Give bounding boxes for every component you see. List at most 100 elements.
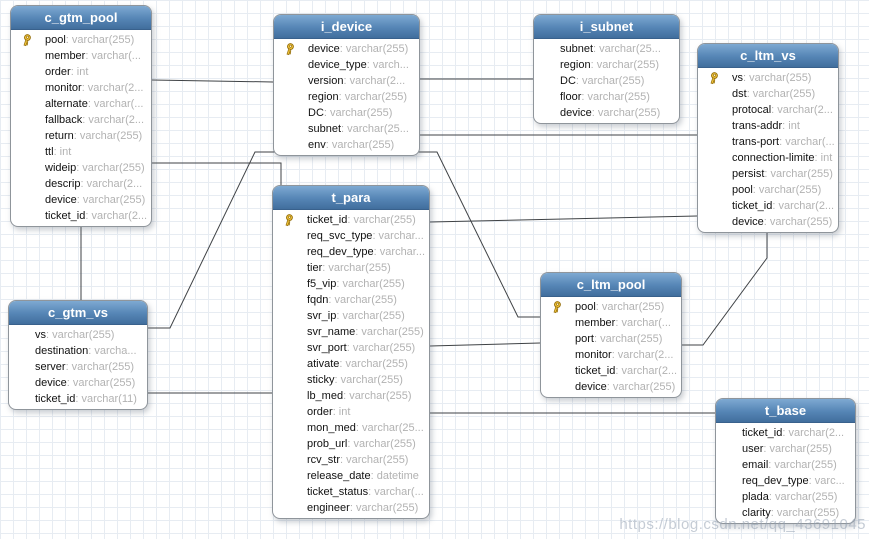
field-row-t_para-ticket_status[interactable]: ticket_status: varchar(...	[273, 484, 429, 500]
field-row-c_gtm_pool-pool[interactable]: pool: varchar(255)	[11, 32, 151, 48]
table-t_base[interactable]: t_base ticket_id: varchar(2...user: varch…	[715, 398, 856, 524]
field-row-i_device-DC[interactable]: DC: varchar(255)	[274, 105, 419, 121]
field-type: : varchar(255)	[339, 43, 409, 55]
field-row-i_device-region[interactable]: region: varchar(255)	[274, 89, 419, 105]
field-row-c_gtm_pool-member[interactable]: member: varchar(...	[11, 48, 151, 64]
table-c_gtm_vs[interactable]: c_gtm_vs vs: varchar(255)destination: var…	[8, 300, 148, 410]
field-row-c_ltm_vs-trans-port[interactable]: trans-port: varchar(...	[698, 134, 838, 150]
field-row-t_para-tier[interactable]: tier: varchar(255)	[273, 260, 429, 276]
field-row-t_para-ativate[interactable]: ativate: varchar(255)	[273, 356, 429, 372]
field-row-t_para-req_svc_type[interactable]: req_svc_type: varchar...	[273, 228, 429, 244]
table-title-i_device[interactable]: i_device	[274, 15, 419, 39]
field-row-c_gtm_vs-device[interactable]: device: varchar(255)	[9, 375, 147, 391]
table-title-c_ltm_pool[interactable]: c_ltm_pool	[541, 273, 681, 297]
field-row-c_ltm_pool-pool[interactable]: pool: varchar(255)	[541, 299, 681, 315]
field-row-c_ltm_vs-device[interactable]: device: varchar(255)	[698, 214, 838, 230]
field-row-c_ltm_pool-ticket_id[interactable]: ticket_id: varchar(2...	[541, 363, 681, 379]
table-title-i_subnet[interactable]: i_subnet	[534, 15, 679, 39]
field-row-c_ltm_pool-device[interactable]: device: varchar(255)	[541, 379, 681, 395]
table-i_subnet[interactable]: i_subnet subnet: varchar(25...region: var…	[533, 14, 680, 124]
field-row-c_ltm_pool-port[interactable]: port: varchar(255)	[541, 331, 681, 347]
field-name: ticket_status	[307, 486, 369, 498]
field-row-c_gtm_vs-server[interactable]: server: varchar(255)	[9, 359, 147, 375]
table-title-c_gtm_vs[interactable]: c_gtm_vs	[9, 301, 147, 325]
field-row-i_subnet-device[interactable]: device: varchar(255)	[534, 105, 679, 121]
field-row-c_gtm_pool-descrip[interactable]: descrip: varchar(2...	[11, 176, 151, 192]
table-body: ticket_id: varchar(255)req_svc_type: var…	[273, 210, 429, 518]
field-name: vs	[35, 329, 46, 341]
relationship-c_gtm_pool-t_para[interactable]	[152, 162, 282, 186]
field-row-c_gtm_pool-return[interactable]: return: varchar(255)	[11, 128, 151, 144]
field-row-c_ltm_vs-dst[interactable]: dst: varchar(255)	[698, 86, 838, 102]
field-row-t_para-order[interactable]: order: int	[273, 404, 429, 420]
field-row-t_para-prob_url[interactable]: prob_url: varchar(255)	[273, 436, 429, 452]
field-row-t_base-ticket_id[interactable]: ticket_id: varchar(2...	[716, 425, 855, 441]
table-title-t_para[interactable]: t_para	[273, 186, 429, 210]
field-row-t_base-req_dev_type[interactable]: req_dev_type: varc...	[716, 473, 855, 489]
field-row-t_base-clarity[interactable]: clarity: varchar(255)	[716, 505, 855, 521]
field-name: req_svc_type	[307, 230, 373, 242]
field-row-t_para-sticky[interactable]: sticky: varchar(255)	[273, 372, 429, 388]
field-row-c_ltm_vs-connection-limite[interactable]: connection-limite: int	[698, 150, 838, 166]
field-row-i_device-device[interactable]: device: varchar(255)	[274, 41, 419, 57]
relationship-t_para-c_ltm_vs[interactable]	[429, 215, 698, 223]
table-title-c_ltm_vs[interactable]: c_ltm_vs	[698, 44, 838, 68]
table-c_ltm_vs[interactable]: c_ltm_vs vs: varchar(255)dst: varchar(255…	[697, 43, 839, 233]
field-row-t_base-email[interactable]: email: varchar(255)	[716, 457, 855, 473]
field-row-i_device-env[interactable]: env: varchar(255)	[274, 137, 419, 153]
field-row-i_subnet-DC[interactable]: DC: varchar(255)	[534, 73, 679, 89]
table-c_ltm_pool[interactable]: c_ltm_pool pool: varchar(255)member: varc…	[540, 272, 682, 398]
field-row-t_para-rcv_str[interactable]: rcv_str: varchar(255)	[273, 452, 429, 468]
field-row-t_para-f5_vip[interactable]: f5_vip: varchar(255)	[273, 276, 429, 292]
field-row-c_gtm_pool-ttl[interactable]: ttl: int	[11, 144, 151, 160]
field-row-c_gtm_pool-monitor[interactable]: monitor: varchar(2...	[11, 80, 151, 96]
table-i_device[interactable]: i_device device: varchar(255)device_type:…	[273, 14, 420, 156]
field-row-t_para-svr_port[interactable]: svr_port: varchar(255)	[273, 340, 429, 356]
field-row-i_device-device_type[interactable]: device_type: varch...	[274, 57, 419, 73]
table-title-c_gtm_pool[interactable]: c_gtm_pool	[11, 6, 151, 30]
field-row-c_ltm_pool-monitor[interactable]: monitor: varchar(2...	[541, 347, 681, 363]
field-row-t_para-mon_med[interactable]: mon_med: varchar(25...	[273, 420, 429, 436]
field-row-c_ltm_vs-pool[interactable]: pool: varchar(255)	[698, 182, 838, 198]
field-row-t_para-svr_ip[interactable]: svr_ip: varchar(255)	[273, 308, 429, 324]
field-name: tier	[307, 262, 323, 274]
field-row-i_device-version[interactable]: version: varchar(2...	[274, 73, 419, 89]
field-row-c_ltm_pool-member[interactable]: member: varchar(...	[541, 315, 681, 331]
relationship-c_gtm_pool-i_device[interactable]	[151, 79, 274, 83]
field-row-c_gtm_pool-order[interactable]: order: int	[11, 64, 151, 80]
field-row-i_subnet-region[interactable]: region: varchar(255)	[534, 57, 679, 73]
field-row-i_subnet-subnet[interactable]: subnet: varchar(25...	[534, 41, 679, 57]
field-row-t_para-ticket_id[interactable]: ticket_id: varchar(255)	[273, 212, 429, 228]
field-type: : varchar(2...	[772, 200, 835, 212]
field-row-c_ltm_vs-vs[interactable]: vs: varchar(255)	[698, 70, 838, 86]
field-row-c_gtm_vs-ticket_id[interactable]: ticket_id: varchar(11)	[9, 391, 147, 407]
field-row-c_gtm_vs-destination[interactable]: destination: varcha...	[9, 343, 147, 359]
field-row-i_subnet-floor[interactable]: floor: varchar(255)	[534, 89, 679, 105]
table-c_gtm_pool[interactable]: c_gtm_pool pool: varchar(255)member: varc…	[10, 5, 152, 227]
field-row-i_device-subnet[interactable]: subnet: varchar(25...	[274, 121, 419, 137]
relationship-t_para-c_ltm_pool[interactable]	[429, 342, 541, 347]
field-row-t_para-engineer[interactable]: engineer: varchar(255)	[273, 500, 429, 516]
field-row-c_gtm_pool-fallback[interactable]: fallback: varchar(2...	[11, 112, 151, 128]
field-type: : varchar(2...	[343, 75, 406, 87]
relationship-c_ltm_vs-c_ltm_pool[interactable]	[682, 231, 768, 346]
field-row-c_ltm_vs-ticket_id[interactable]: ticket_id: varchar(2...	[698, 198, 838, 214]
table-title-t_base[interactable]: t_base	[716, 399, 855, 423]
field-row-t_para-svr_name[interactable]: svr_name: varchar(255)	[273, 324, 429, 340]
field-row-c_gtm_pool-device[interactable]: device: varchar(255)	[11, 192, 151, 208]
field-row-c_gtm_pool-wideip[interactable]: wideip: varchar(255)	[11, 160, 151, 176]
field-row-t_para-req_dev_type[interactable]: req_dev_type: varchar...	[273, 244, 429, 260]
field-row-t_base-user[interactable]: user: varchar(255)	[716, 441, 855, 457]
field-row-t_para-fqdn[interactable]: fqdn: varchar(255)	[273, 292, 429, 308]
field-row-t_para-release_date[interactable]: release_date: datetime	[273, 468, 429, 484]
field-row-c_gtm_pool-alternate[interactable]: alternate: varchar(...	[11, 96, 151, 112]
field-row-c_gtm_pool-ticket_id[interactable]: ticket_id: varchar(2...	[11, 208, 151, 224]
field-row-c_gtm_vs-vs[interactable]: vs: varchar(255)	[9, 327, 147, 343]
field-row-c_ltm_vs-protocal[interactable]: protocal: varchar(2...	[698, 102, 838, 118]
field-row-c_ltm_vs-trans-addr[interactable]: trans-addr: int	[698, 118, 838, 134]
field-row-c_ltm_vs-persist[interactable]: persist: varchar(255)	[698, 166, 838, 182]
field-row-t_base-plada[interactable]: plada: varchar(255)	[716, 489, 855, 505]
field-name: mon_med	[307, 422, 356, 434]
field-row-t_para-lb_med[interactable]: lb_med: varchar(255)	[273, 388, 429, 404]
